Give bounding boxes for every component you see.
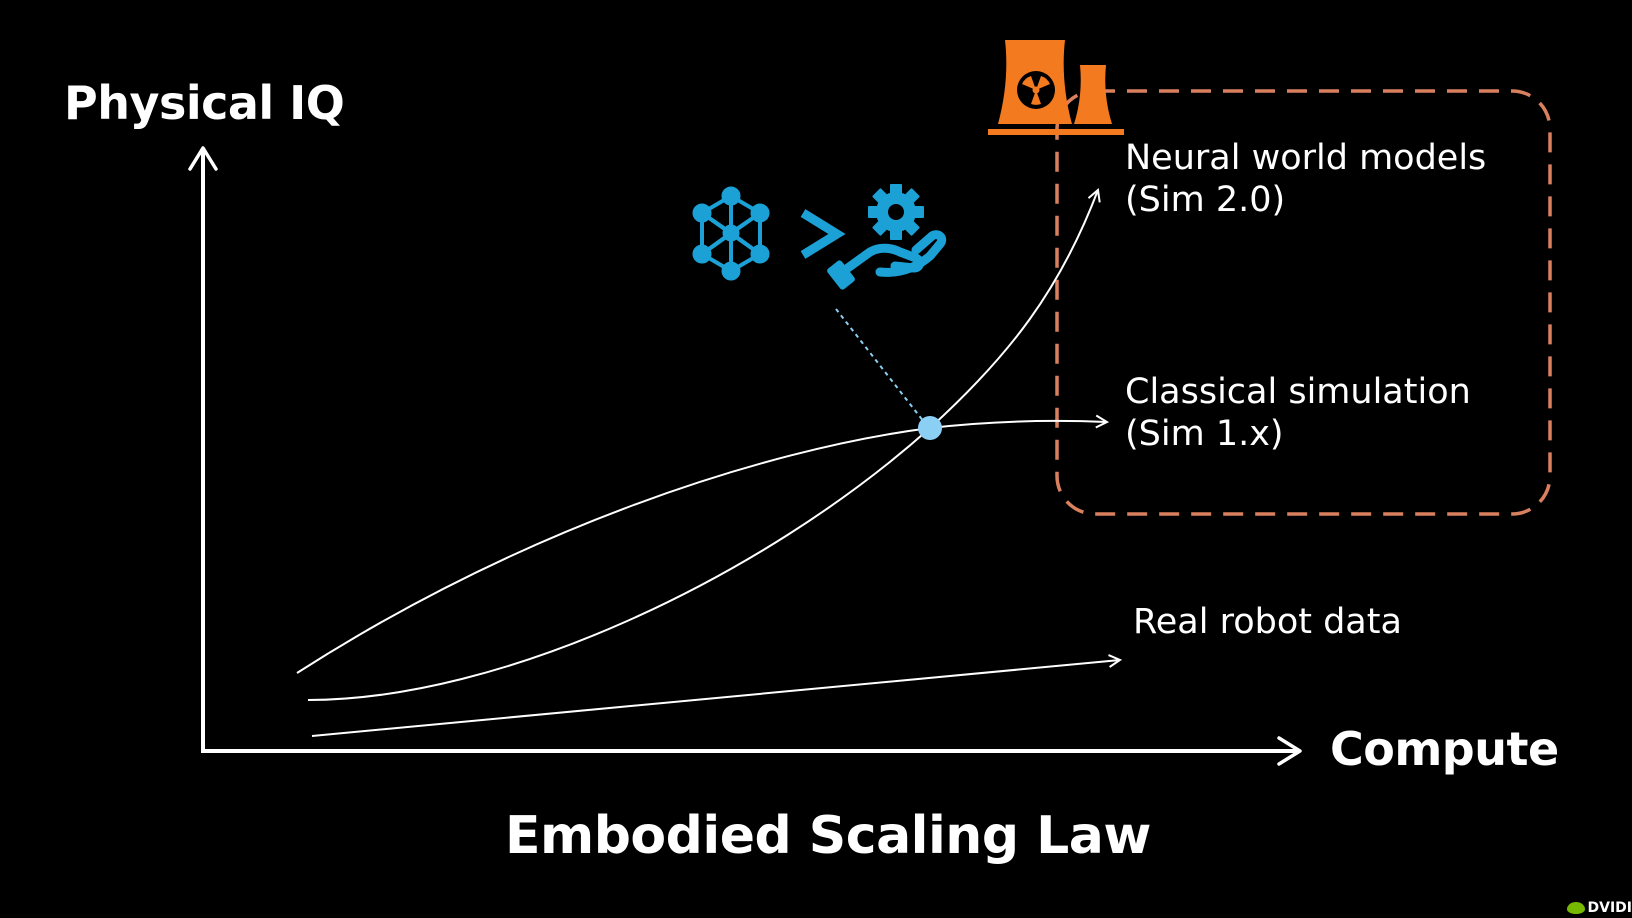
curve-label-line1: Real robot data (1133, 602, 1402, 642)
curve-label-classical-simulation: Classical simulation (Sim 1.x) (1125, 371, 1471, 455)
brand-text: DVIDI (1587, 900, 1632, 916)
greater-than-icon (800, 209, 846, 259)
future-region-box (1055, 89, 1552, 516)
crossover-point-marker (918, 416, 942, 440)
curve-label-real-robot-data: Real robot data (1133, 601, 1402, 643)
brand-watermark: DVIDI (1566, 900, 1632, 916)
y-axis-label: Physical IQ (64, 76, 345, 130)
nuclear-power-plant-icon (988, 40, 1124, 135)
curve-label-line2: (Sim 2.0) (1125, 180, 1286, 220)
curve-label-line2: (Sim 1.x) (1125, 414, 1284, 454)
neural-network-icon (692, 186, 770, 281)
curve-label-neural-world-models: Neural world models (Sim 2.0) (1125, 137, 1486, 221)
x-axis-label: Compute (1330, 722, 1559, 776)
curve-neural-world-models (307, 190, 1098, 701)
curve-real-robot-data (311, 660, 1120, 737)
gear-in-hand-icon (827, 184, 947, 290)
crossover-leader-line (835, 308, 925, 423)
curve-label-line1: Classical simulation (1125, 372, 1471, 412)
brand-logo-icon (1566, 902, 1585, 914)
curve-classical-simulation (296, 421, 1107, 674)
curve-label-line1: Neural world models (1125, 138, 1487, 178)
diagram-title: Embodied Scaling Law (505, 806, 1151, 866)
